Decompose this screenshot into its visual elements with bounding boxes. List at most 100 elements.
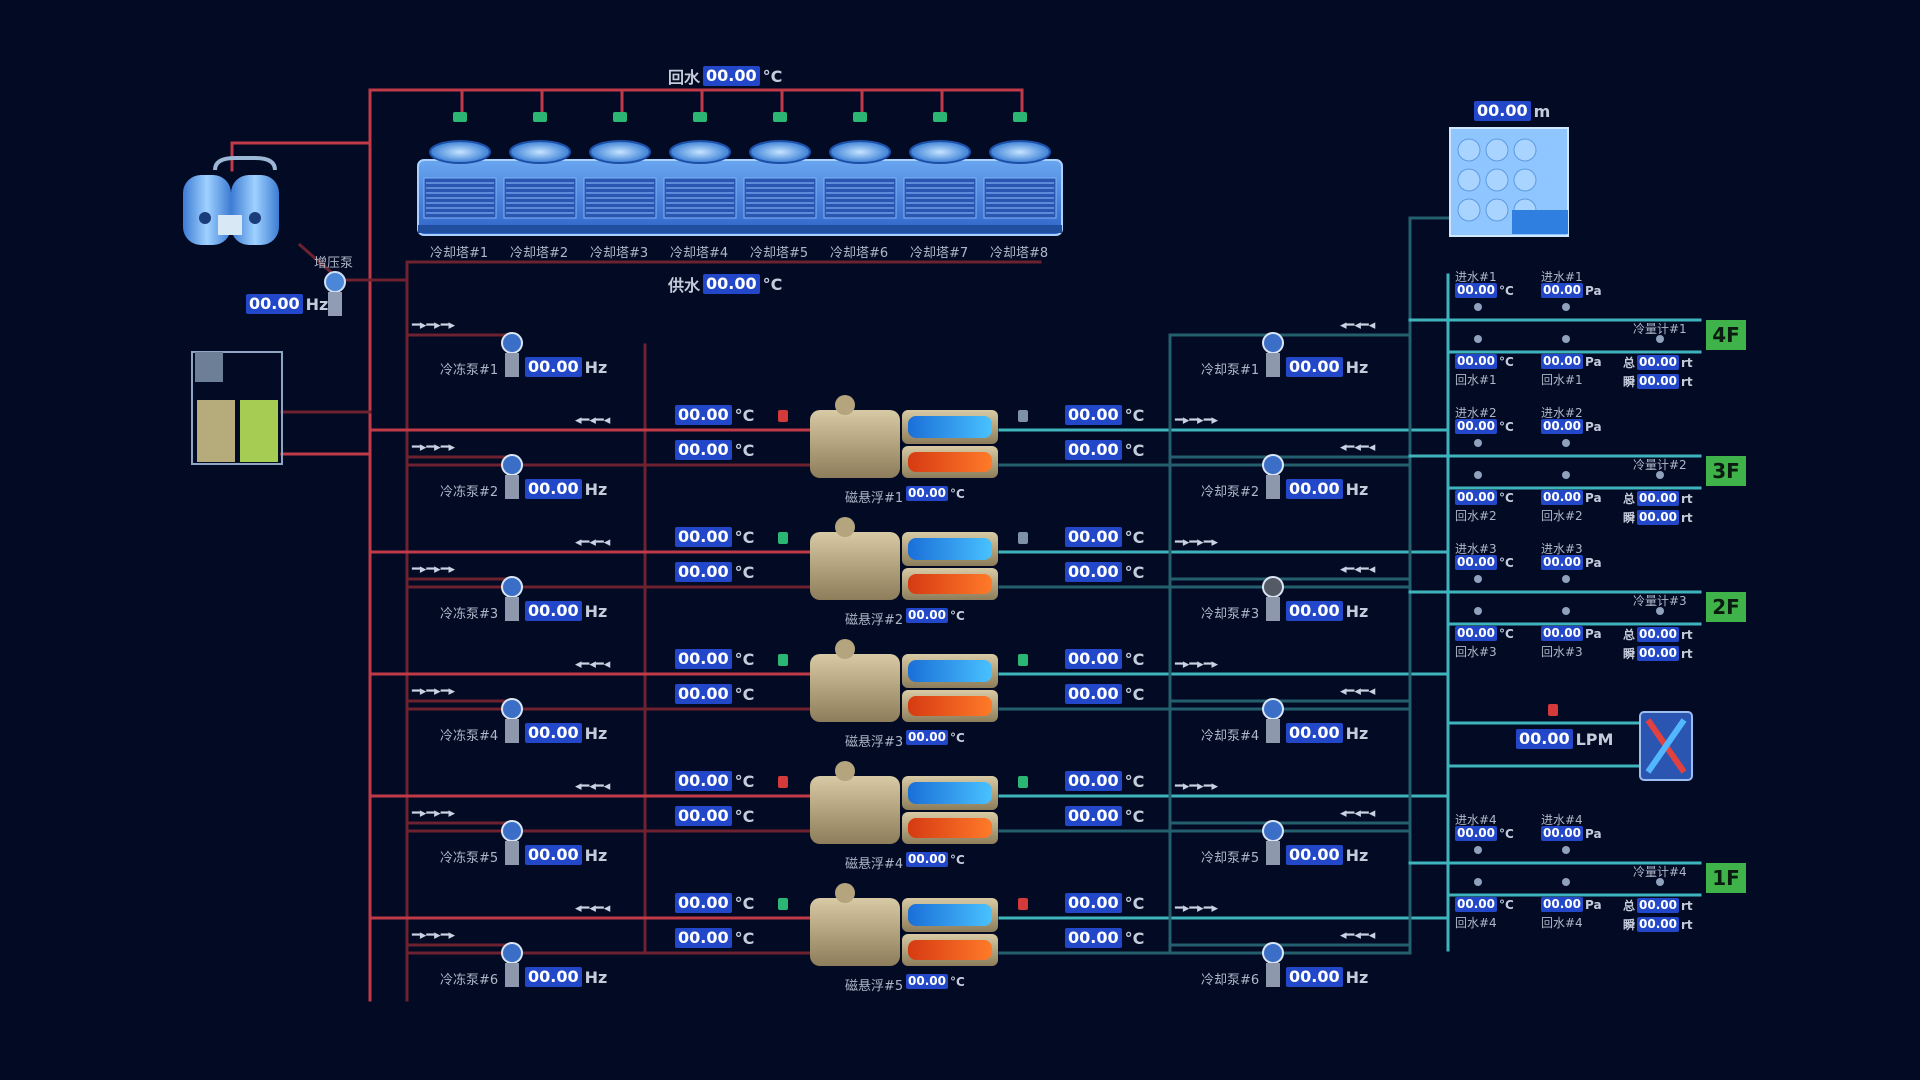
chiller-unit (810, 395, 998, 478)
pump-motor (1266, 963, 1280, 987)
pump-motor (328, 292, 342, 316)
tank-panel (1457, 198, 1481, 222)
valve-icon (778, 898, 788, 910)
chiller-label: 磁悬浮#2 (845, 613, 904, 628)
valve-icon (778, 410, 788, 422)
chilled-water-icon (908, 416, 992, 438)
flow-arrow-icon: ━▸━▸━▸ (411, 806, 456, 821)
pump-motor (1266, 719, 1280, 743)
floor-badge[interactable]: 1F (1706, 863, 1746, 893)
fan-icon (509, 140, 571, 164)
floor-return-temp-label: 回水#3 (1455, 645, 1497, 659)
condenser-water-icon (908, 452, 992, 472)
floor-meter-label: 冷量计#2 (1633, 458, 1687, 472)
freeze-pump-icon (501, 454, 523, 476)
floor-inlet-temp: 00.00°C (1455, 419, 1514, 434)
compressor-cap (835, 883, 855, 903)
flow-arrow-icon: ━▸━▸━▸ (1174, 657, 1219, 672)
floor-badge[interactable]: 3F (1706, 456, 1746, 486)
chilled-water-icon (908, 904, 992, 926)
freeze-pump-icon (501, 942, 523, 964)
compressor-cap (835, 517, 855, 537)
chiller-cold-out-temp: 00.00°C (1065, 440, 1144, 460)
cooling-tower-label: 冷却塔#4 (670, 246, 729, 261)
cooling-pump-icon (1262, 576, 1284, 598)
booster-pump-readout: 00.00 Hz (246, 294, 328, 314)
floor-badge[interactable]: 4F (1706, 320, 1746, 350)
chiller-cold-in-temp: 00.00°C (1065, 405, 1144, 425)
flow-arrow-icon: ━▸━▸━▸ (411, 684, 456, 699)
flow-arrow-icon: ━▸━▸━▸ (411, 440, 456, 455)
chiller-compressor (810, 532, 900, 600)
pressure-gauge-icon (1562, 846, 1570, 854)
floor-inlet-temp: 00.00°C (1455, 555, 1514, 570)
fan-icon (589, 140, 651, 164)
pump-motor (505, 719, 519, 743)
chiller-cold-in-temp: 00.00°C (1065, 771, 1144, 791)
compressor-cap (835, 395, 855, 415)
flow-arrow-icon: ━▸━▸━▸ (411, 562, 456, 577)
valve-icon (853, 112, 867, 122)
dosing-frame (191, 351, 283, 465)
floor-badge[interactable]: 2F (1706, 592, 1746, 622)
chiller-hot-in-temp: 00.00°C (675, 771, 754, 791)
chilled-water-icon (908, 660, 992, 682)
return-water-readout: 回水 00.00 °C (668, 66, 783, 87)
tank-water (1512, 210, 1568, 234)
pressure-gauge-icon (1562, 471, 1570, 479)
valve-icon (778, 776, 788, 788)
cooling-pump-label: 冷却泵#4 (1201, 729, 1260, 744)
floor-return-press-label: 回水#2 (1541, 509, 1583, 523)
cooling-pump-icon (1262, 454, 1284, 476)
chiller-hot-out-temp: 00.00°C (675, 440, 754, 460)
floor-inlet-temp: 00.00°C (1455, 283, 1514, 298)
cooling-tower-label: 冷却塔#8 (990, 246, 1049, 261)
chiller-unit (810, 639, 998, 722)
chiller-label: 磁悬浮#5 (845, 979, 904, 994)
valve-icon (453, 112, 467, 122)
floor-inlet-press-label: 进水#2 (1541, 406, 1583, 420)
valve-icon (1013, 112, 1027, 122)
chiller-hot-in-temp: 00.00°C (675, 893, 754, 913)
floor-return-temp: 00.00°C (1455, 626, 1514, 641)
cooling-pump-icon (1262, 942, 1284, 964)
floor-inlet-press-label: 进水#4 (1541, 813, 1583, 827)
flow-arrow-icon: ◂━◂━◂ (575, 901, 611, 916)
pressure-gauge-icon (1562, 303, 1570, 311)
floor-return-temp-label: 回水#1 (1455, 373, 1497, 387)
chiller-hot-in-temp: 00.00°C (675, 405, 754, 425)
chiller-cold-out-temp: 00.00°C (1065, 562, 1144, 582)
pump-motor (505, 353, 519, 377)
chiller-label: 磁悬浮#4 (845, 857, 904, 872)
freeze-pump-label: 冷冻泵#6 (440, 973, 499, 988)
chilled-water-icon (908, 782, 992, 804)
booster-pump-label: 增压泵 (314, 256, 354, 271)
tank-panel (1485, 198, 1509, 222)
pipe-network: ◂━◂━◂━▸━▸━▸◂━◂━◂━▸━▸━▸◂━◂━◂━▸━▸━▸◂━◂━◂━▸… (230, 88, 1702, 1002)
tank-panel (1457, 138, 1481, 162)
pump-motor (505, 841, 519, 865)
chemical-tank (197, 400, 235, 462)
floor-meter-label: 冷量计#3 (1633, 594, 1687, 608)
tank-panel (1485, 168, 1509, 192)
filter-pipe (213, 156, 277, 171)
tank-panel (1513, 138, 1537, 162)
chiller-label: 磁悬浮#1 (845, 491, 904, 506)
chiller-cold-out-temp: 00.00°C (1065, 928, 1144, 948)
condenser-water-icon (908, 574, 992, 594)
sensor-layer (778, 303, 1664, 910)
flow-arrow-icon: ━▸━▸━▸ (411, 928, 456, 943)
